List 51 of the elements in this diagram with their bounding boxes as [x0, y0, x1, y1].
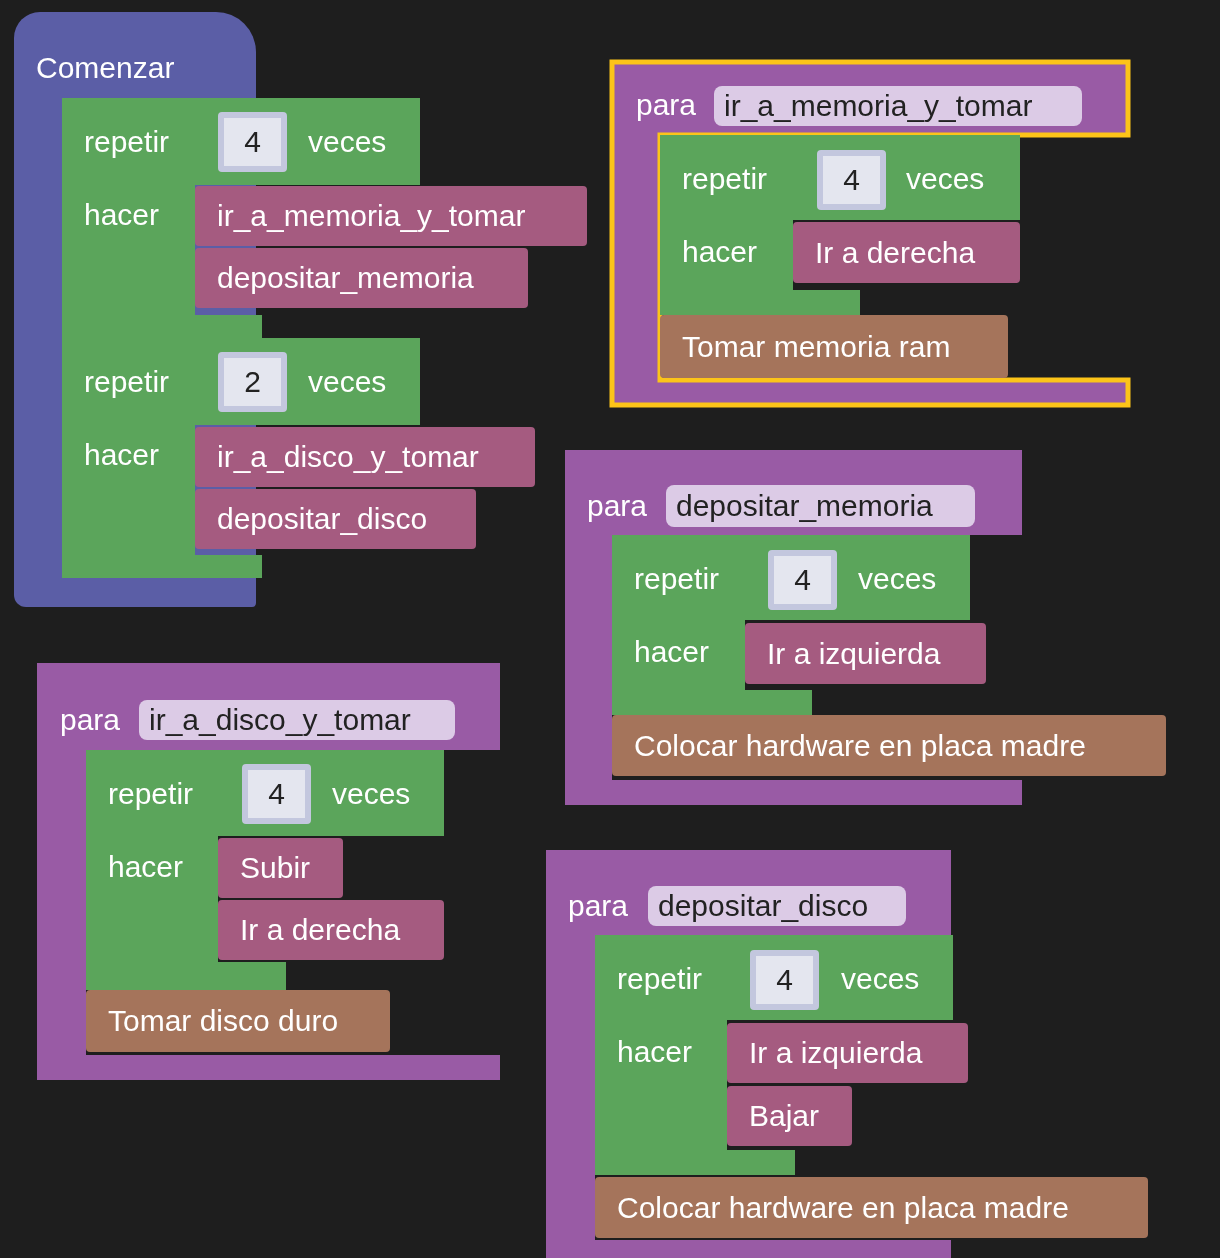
number-field: 4 [768, 550, 837, 610]
function-call-block: Subir [218, 838, 343, 898]
keyword-label: hacer [634, 634, 710, 670]
repeat-block [86, 750, 444, 990]
keyword-label: veces [308, 364, 387, 400]
name-field: depositar_memoria [666, 485, 975, 527]
number-field: 2 [218, 352, 287, 412]
keyword-label: hacer [84, 197, 160, 233]
action-block: Colocar hardware en placa madre [612, 715, 1166, 776]
function-call-block: depositar_memoria [195, 248, 528, 308]
name-field: ir_a_disco_y_tomar [139, 700, 455, 740]
keyword-label: para [636, 87, 697, 123]
function-call-block: ir_a_memoria_y_tomar [195, 186, 587, 246]
action-block: Tomar memoria ram [660, 315, 1008, 378]
procedure-block [37, 663, 500, 1080]
name-field: ir_a_memoria_y_tomar [714, 86, 1082, 126]
function-call-block: Ir a izquierda [745, 623, 986, 684]
keyword-label: para [60, 702, 121, 738]
keyword-label: hacer [682, 234, 758, 270]
function-call-block: Ir a derecha [218, 900, 444, 960]
function-call-block: depositar_disco [195, 489, 476, 549]
function-call-block: Ir a derecha [793, 222, 1020, 283]
keyword-label: veces [858, 561, 937, 597]
keyword-label: hacer [84, 437, 160, 473]
action-block: Tomar disco duro [86, 990, 390, 1052]
keyword-label: veces [332, 776, 411, 812]
keyword-label: repetir [108, 776, 194, 812]
keyword-label: veces [308, 124, 387, 160]
keyword-label: repetir [634, 561, 720, 597]
function-call-block: Ir a izquierda [727, 1023, 968, 1083]
name-field: depositar_disco [648, 886, 906, 926]
keyword-label: repetir [617, 961, 703, 997]
number-field: 4 [750, 950, 819, 1010]
number-field: 4 [218, 112, 287, 172]
repeat-block [660, 135, 1020, 315]
keyword-label: hacer [617, 1034, 693, 1070]
function-call-block: Bajar [727, 1086, 852, 1146]
keyword-label: hacer [108, 849, 184, 885]
keyword-label: repetir [84, 364, 170, 400]
procedure-block [612, 62, 1128, 405]
keyword-label: para [568, 888, 629, 924]
keyword-label: repetir [682, 161, 768, 197]
function-call-block: ir_a_disco_y_tomar [195, 427, 535, 487]
keyword-label: veces [841, 961, 920, 997]
keyword-label: para [587, 488, 648, 524]
keyword-label: veces [906, 161, 985, 197]
keyword-label: repetir [84, 124, 170, 160]
number-field: 4 [817, 150, 886, 210]
action-block: Colocar hardware en placa madre [595, 1177, 1148, 1238]
number-field: 4 [242, 764, 311, 824]
block-title: Comenzar [36, 50, 175, 86]
